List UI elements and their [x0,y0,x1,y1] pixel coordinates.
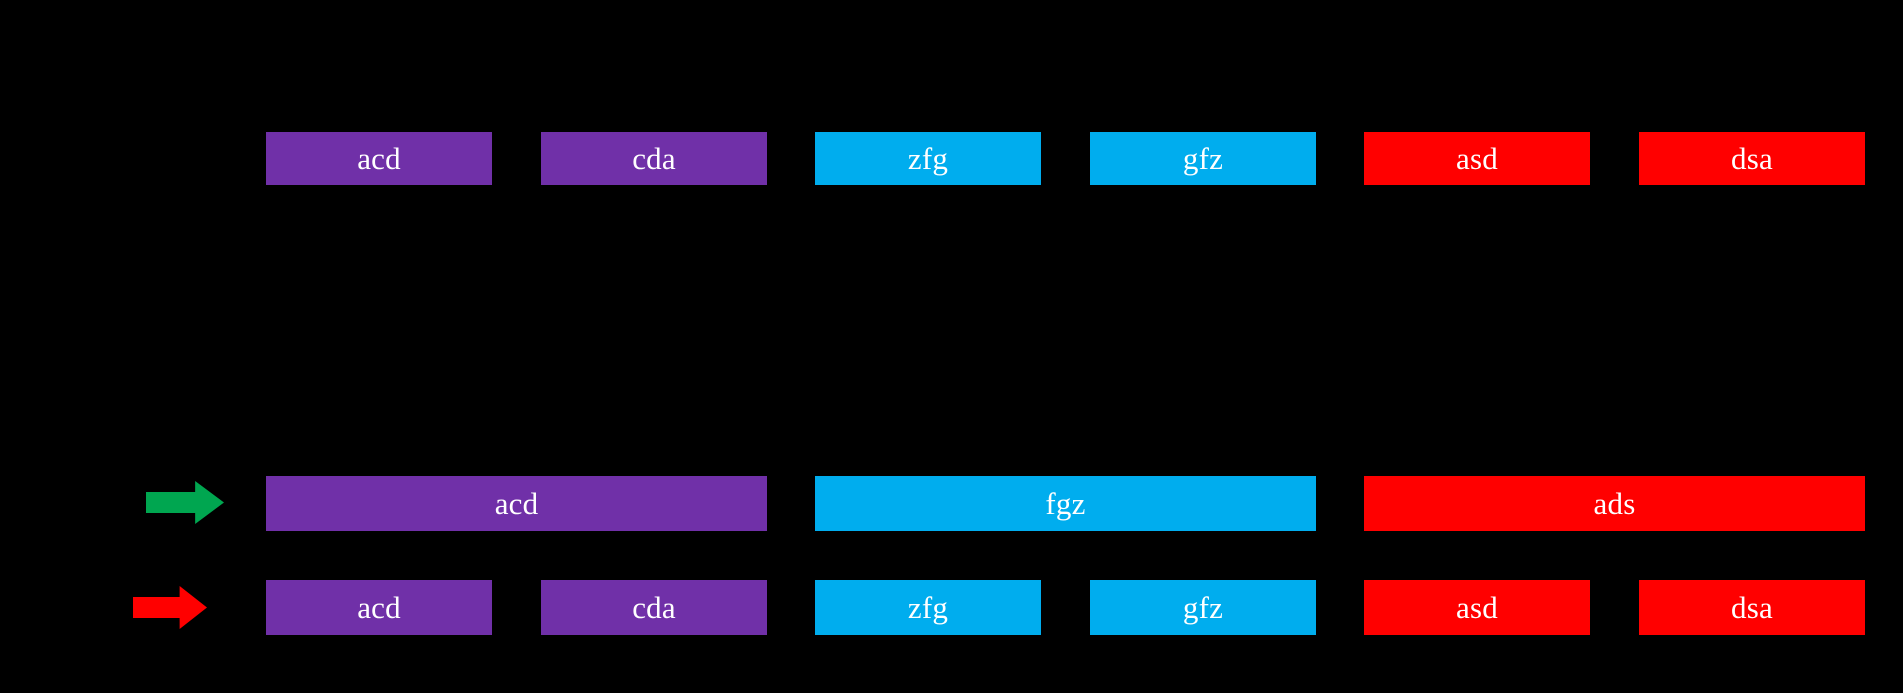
token-label: zfg [907,141,949,176]
token-box: gfz [1090,132,1316,185]
token-box: ads [1364,476,1865,531]
token-box: cda [541,132,767,185]
token-box: cda [541,580,767,635]
token-label: asd [1456,141,1498,176]
fine-grained-tokens-top: acd cda zfg gfz asd dsa [0,132,1903,185]
token-label: gfz [1182,141,1224,176]
token-label: zfg [907,590,949,625]
token-box: acd [266,132,492,185]
token-box: zfg [815,580,1041,635]
token-label: cda [632,590,676,625]
token-label: acd [357,590,401,625]
token-box: acd [266,580,492,635]
token-box: gfz [1090,580,1316,635]
token-box: asd [1364,132,1590,185]
token-label: acd [494,486,539,521]
token-box: asd [1364,580,1590,635]
token-label: gfz [1182,590,1224,625]
token-label: dsa [1731,590,1773,625]
token-label: ads [1593,486,1636,521]
token-box: fgz [815,476,1316,531]
token-label: fgz [1045,486,1086,521]
token-box: acd [266,476,767,531]
arrow-right-icon [146,481,224,524]
token-label: asd [1456,590,1498,625]
coarse-grained-tokens: acd fgz ads [0,476,1903,531]
token-label: cda [632,141,676,176]
arrow-right-icon [133,586,207,629]
token-box: zfg [815,132,1041,185]
token-box: dsa [1639,580,1865,635]
token-label: acd [357,141,401,176]
token-label: dsa [1731,141,1773,176]
token-box: dsa [1639,132,1865,185]
fine-grained-tokens-bottom: acd cda zfg gfz asd dsa [0,580,1903,635]
